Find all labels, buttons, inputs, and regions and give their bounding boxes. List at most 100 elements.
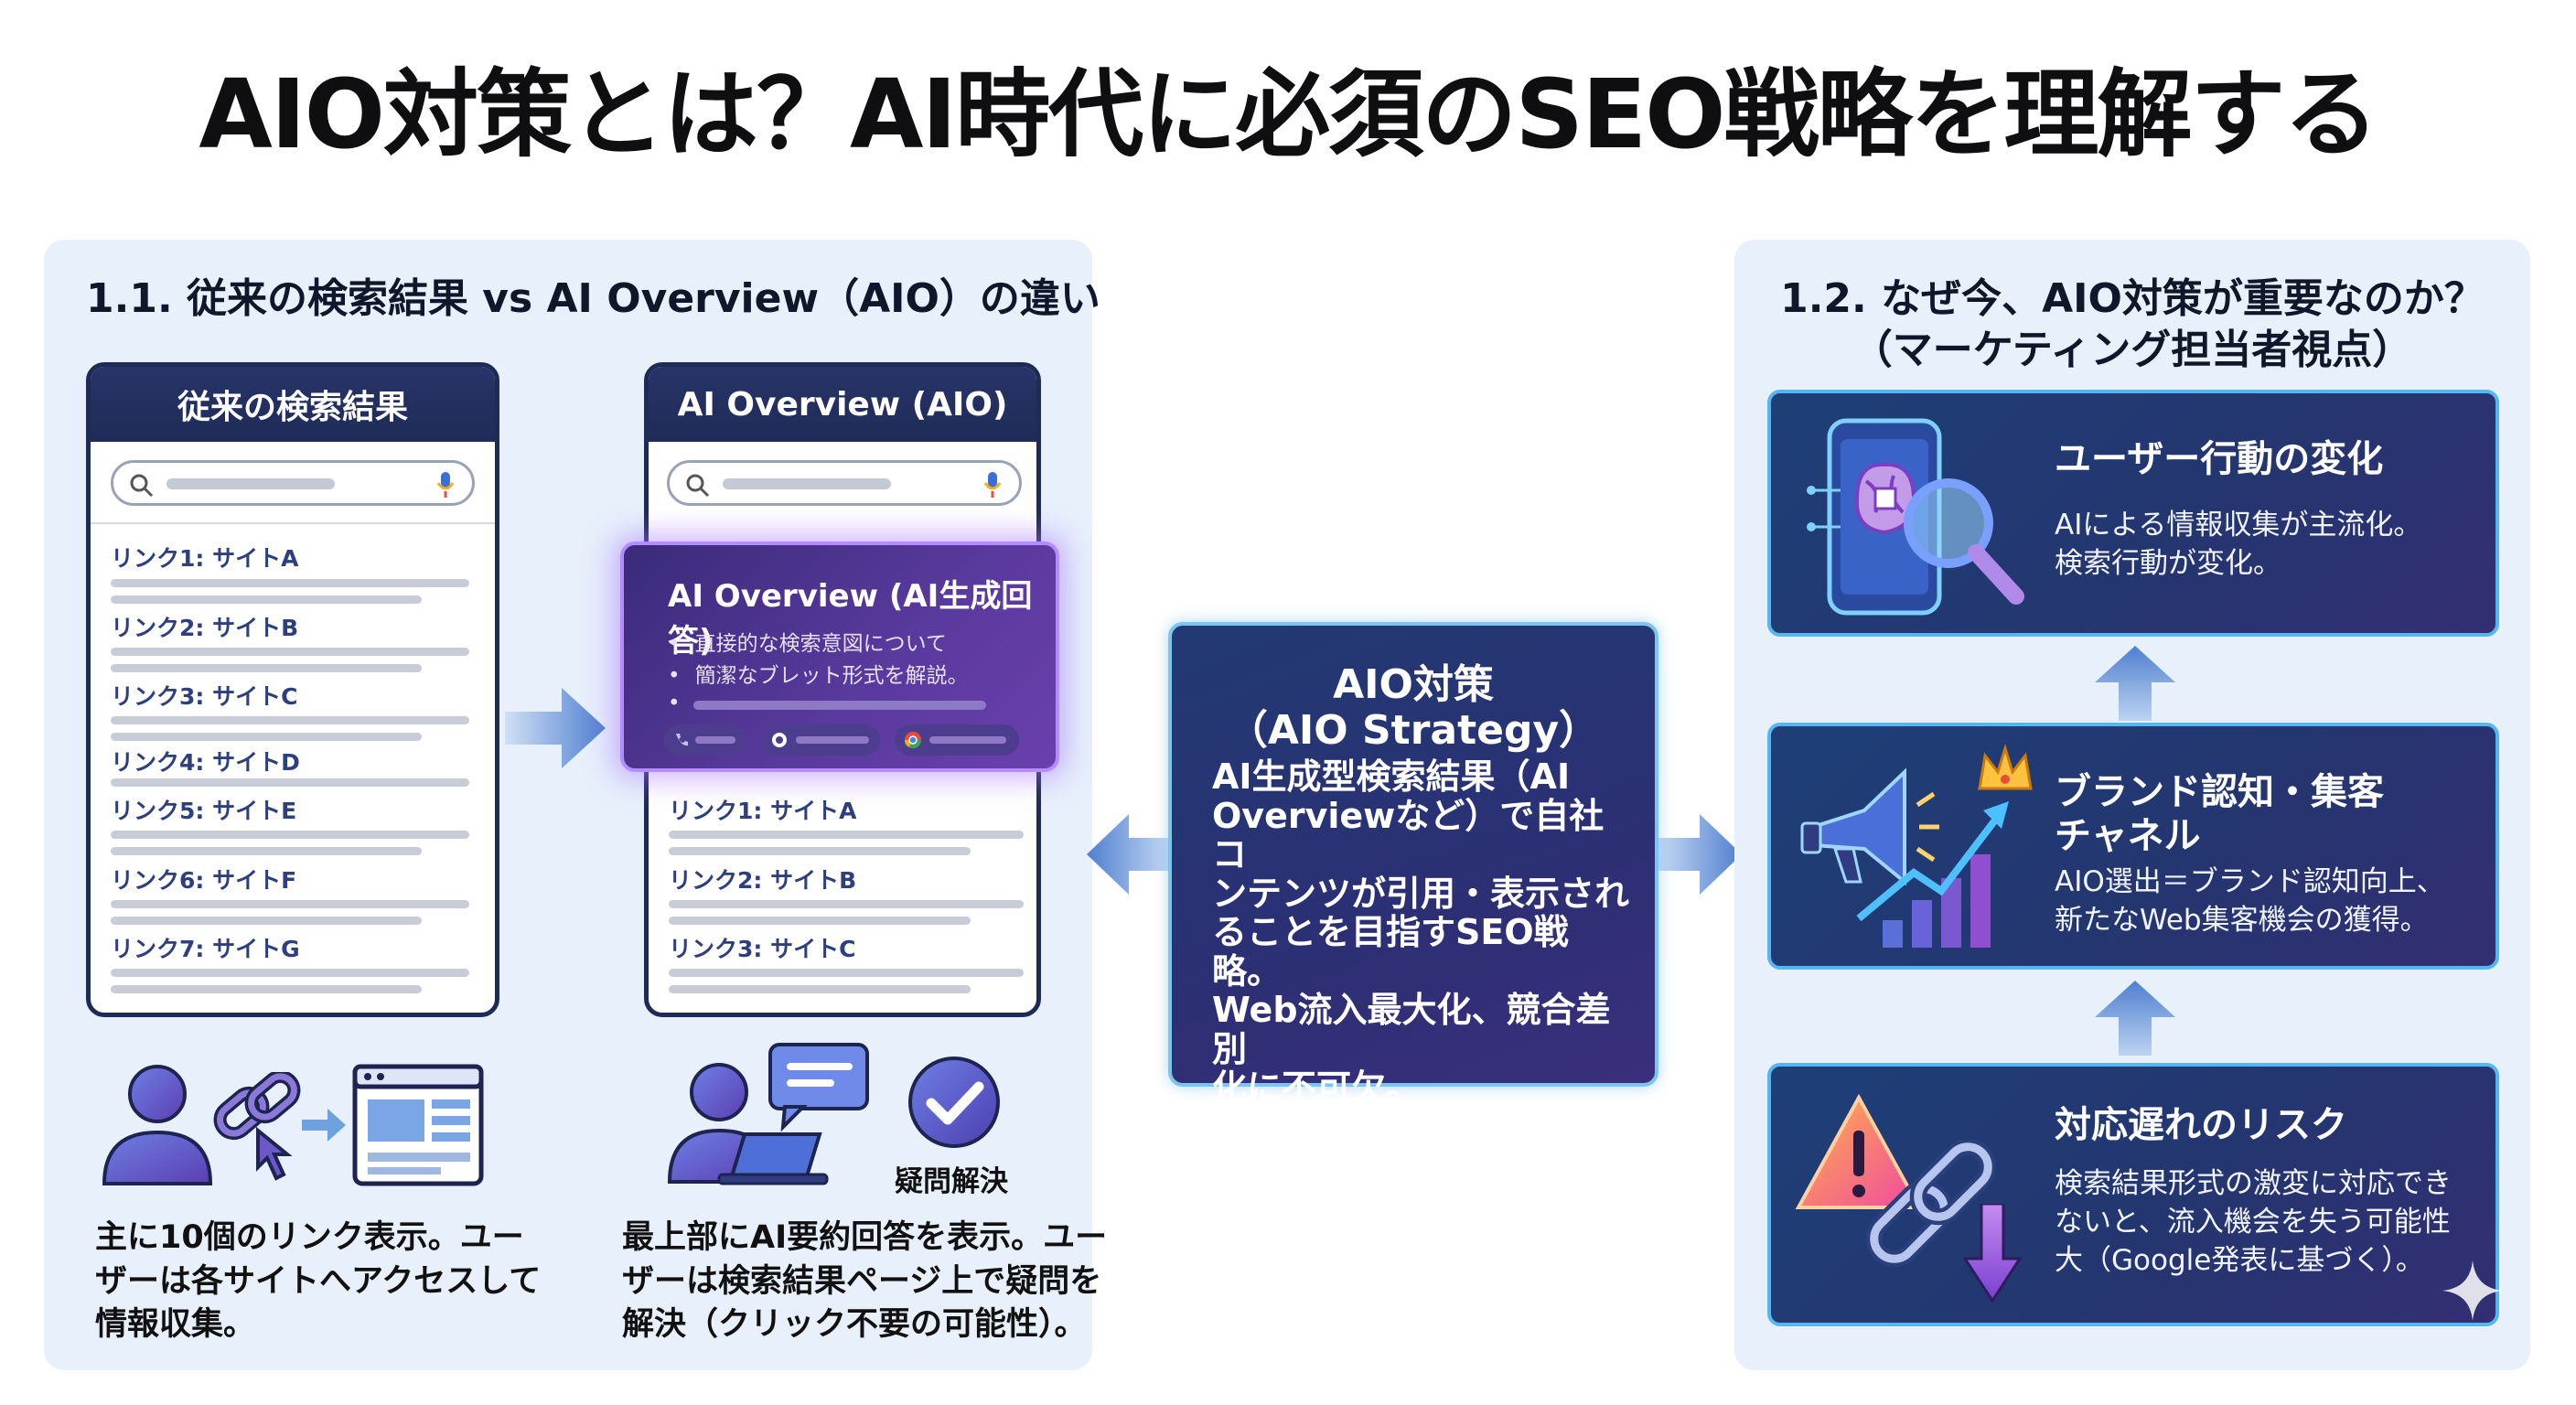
result-link-4[interactable]: リンク4: サイトD xyxy=(111,749,300,776)
snippet-line xyxy=(111,733,422,741)
source-chip[interactable] xyxy=(761,724,880,756)
result-link-7[interactable]: リンク7: サイトG xyxy=(111,936,300,962)
description-line: Web集客の鍵。 xyxy=(1212,1145,1472,1186)
card-title: ブランド認知・集客 チャネル xyxy=(2055,770,2384,858)
sparkle-icon xyxy=(2442,1260,2503,1321)
caption-line: ザーは各サイトへアクセスして xyxy=(95,1262,542,1300)
phone-icon xyxy=(676,734,688,746)
caption-line: ザーは検索結果ページ上で疑問を xyxy=(622,1262,1102,1300)
caption-line: 解決（クリック不要の可能性）。 xyxy=(622,1306,1087,1344)
card-description: 検索結果形式の激変に対応でき ないと、流入機会を失う可能性 大（Google発表… xyxy=(2055,1165,2452,1281)
search-icon xyxy=(130,474,154,498)
snippet-line xyxy=(111,985,422,993)
caption-line: 情報収集。 xyxy=(95,1306,256,1344)
ai-overview-card[interactable]: AI Overview (AI生成回答) 直接的な検索意図について 簡潔なブレッ… xyxy=(620,542,1059,772)
globe-icon xyxy=(772,733,787,747)
search-icon xyxy=(686,474,710,498)
description-line: ることを目指すSEO戦略。 xyxy=(1212,912,1569,992)
result-link-5[interactable]: リンク5: サイトE xyxy=(111,798,297,824)
snippet-line xyxy=(669,900,1024,908)
snippet-line xyxy=(111,716,469,724)
result-link-3[interactable]: リンク3: サイトC xyxy=(669,936,856,962)
snippet-line xyxy=(111,648,469,656)
left-section-title: 1.1. 従来の検索結果 vs AI Overview（AIO）の違い xyxy=(86,275,1100,322)
result-link-1[interactable]: リンク1: サイトA xyxy=(669,798,857,824)
description-line: ンテンツが引用・表示され xyxy=(1212,873,1630,914)
aio-caption: 最上部にAI要約回答を表示。ユー ザーは検索結果ページ上で疑問を 解決（クリック… xyxy=(622,1217,1107,1347)
result-link-2[interactable]: リンク2: サイトB xyxy=(669,867,857,894)
right-section-subtitle: （マーケティング担当者視点） xyxy=(1852,327,2413,373)
snippet-line xyxy=(111,900,469,908)
placeholder-line xyxy=(929,736,1006,744)
aio-strategy-title: AIO対策 xyxy=(1333,661,1494,708)
description-line: AIO選出＝ブランド認知向上、 xyxy=(2055,865,2445,898)
placeholder-line xyxy=(695,736,735,744)
mic-icon[interactable] xyxy=(982,470,1003,499)
megaphone-chart-icon xyxy=(1800,767,2009,948)
card-title: 対応遅れのリスク xyxy=(2055,1104,2347,1146)
right-arrow-icon xyxy=(1652,814,1742,895)
snippet-line xyxy=(669,831,1024,839)
snippet-line xyxy=(669,969,1024,977)
snippet-line xyxy=(111,579,469,587)
right-arrow-icon xyxy=(505,688,606,768)
search-input[interactable] xyxy=(111,460,475,506)
search-placeholder-line xyxy=(723,478,891,489)
traditional-results-header: 従来の検索結果 xyxy=(91,367,495,442)
card-description: AIによる情報収集が主流化。 検索行動が変化。 xyxy=(2055,507,2421,584)
traditional-results-phone: 従来の検索結果 リンク1: サイトA リンク2: サイトB リンク3: サイトC… xyxy=(86,362,499,1017)
source-chip[interactable] xyxy=(895,724,1019,756)
search-input[interactable] xyxy=(667,460,1022,506)
description-line: ないと、流入機会を失う可能性 xyxy=(2055,1205,2451,1239)
title-line: ブランド認知・集客 xyxy=(2055,771,2384,813)
right-section-title: 1.2. なぜ今、AIO対策が重要なのか？ xyxy=(1780,275,2485,322)
placeholder-line xyxy=(693,701,986,710)
description-line: Web流入最大化、競合差別 xyxy=(1212,990,1611,1069)
description-line: Overviewなど）で自社コ xyxy=(1212,795,1605,875)
page-title: AIO対策とは？AI時代に必須のSEO戦略を理解する xyxy=(199,59,2378,170)
result-link-1[interactable]: リンク1: サイトA xyxy=(111,545,299,572)
result-link-6[interactable]: リンク6: サイトF xyxy=(111,867,297,894)
user-laptop-icon xyxy=(667,1043,869,1185)
result-link-2[interactable]: リンク2: サイトB xyxy=(111,615,299,641)
card-description: AIO選出＝ブランド認知向上、 新たなWeb集客機会の獲得。 xyxy=(2055,863,2445,940)
title-line: チャネル xyxy=(2055,815,2201,857)
source-chip[interactable] xyxy=(664,724,746,756)
snippet-line xyxy=(669,985,971,993)
up-arrow-icon xyxy=(2095,981,2175,1056)
aio-strategy-subtitle: （AIO Strategy） xyxy=(1227,707,1600,754)
divider xyxy=(91,522,495,524)
browser-window-icon xyxy=(352,1064,484,1186)
chain-link-icon xyxy=(213,1072,301,1181)
snippet-line xyxy=(669,847,971,855)
snippet-line xyxy=(111,969,469,977)
description-line: 大（Google発表に基づく）。 xyxy=(2055,1243,2424,1277)
brand-awareness-card: ブランド認知・集客 チャネル AIO選出＝ブランド認知向上、 新たなWeb集客機… xyxy=(1767,723,2499,970)
mic-icon[interactable] xyxy=(435,470,456,499)
description-line: AI生成型検索結果（AI xyxy=(1212,756,1571,797)
snippet-line xyxy=(111,847,422,855)
result-link-3[interactable]: リンク3: サイトC xyxy=(111,683,298,710)
snippet-line xyxy=(111,831,469,839)
delay-risk-card: 対応遅れのリスク 検索結果形式の激変に対応でき ないと、流入機会を失う可能性 大… xyxy=(1767,1063,2499,1326)
traditional-caption: 主に10個のリンク表示。ユー ザーは各サイトへアクセスして 情報収集。 xyxy=(95,1217,541,1347)
chrome-icon xyxy=(905,732,921,749)
description-line: マーケティング担当者の xyxy=(1212,1106,1592,1147)
snippet-line xyxy=(111,778,469,787)
snippet-line xyxy=(111,664,422,672)
caption-line: 最上部にAI要約回答を表示。ユー xyxy=(622,1219,1108,1256)
aio-strategy-description: AI生成型検索結果（AI Overviewなど）で自社コ ンテンツが引用・表示さ… xyxy=(1212,757,1629,1185)
user-behavior-card: ユーザー行動の変化 AIによる情報収集が主流化。 検索行動が変化。 xyxy=(1767,390,2499,637)
card-title: ユーザー行動の変化 xyxy=(2055,438,2384,480)
resolved-label: 疑問解決 xyxy=(895,1165,1008,1198)
checkmark-icon xyxy=(908,1056,1000,1148)
description-line: 新たなWeb集客機会の獲得。 xyxy=(2055,903,2429,937)
user-icon xyxy=(102,1065,213,1185)
placeholder-line xyxy=(796,736,869,744)
left-arrow-icon xyxy=(1087,814,1176,895)
aio-strategy-box: AIO対策 （AIO Strategy） AI生成型検索結果（AI Overvi… xyxy=(1168,622,1658,1185)
warning-icon xyxy=(1795,1093,1923,1209)
ai-overview-bullet-2: 簡潔なブレット形式を解説。 xyxy=(668,658,969,689)
crown-icon xyxy=(1978,745,2033,790)
phone-brain-magnifier-icon xyxy=(1807,418,2024,616)
